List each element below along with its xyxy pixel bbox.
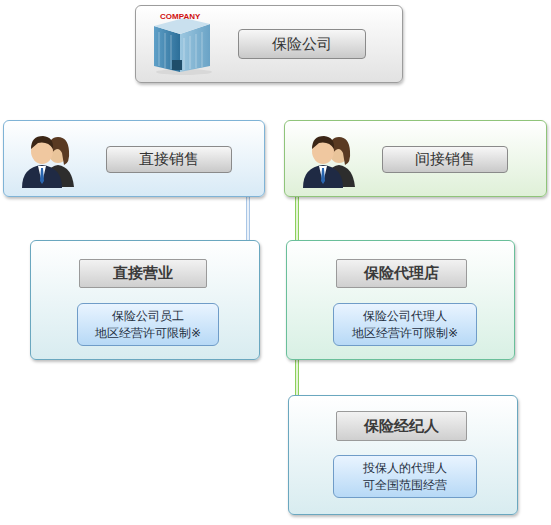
process-box: 间接销售 xyxy=(284,120,547,197)
label-pill: 保险代理店 xyxy=(336,259,467,288)
note-box: 保险公司员工 地区经营许可限制※ xyxy=(77,303,219,346)
process-box: 直接营业保险公司员工 地区经营许可限制※ xyxy=(30,240,260,360)
body-text: 投保人的代理人 可全国范围经营 xyxy=(334,460,476,494)
label-pill: 保险公司 xyxy=(238,29,366,59)
process-box: 保险公司 COMPANY xyxy=(135,5,403,83)
heading-text: 保险公司 xyxy=(272,35,332,54)
heading-text: 直接销售 xyxy=(139,150,199,169)
people-icon xyxy=(299,131,361,189)
building-icon xyxy=(150,16,214,76)
heading-text: 直接营业 xyxy=(113,264,173,283)
heading-text: 间接销售 xyxy=(415,150,475,169)
people-icon xyxy=(18,131,80,189)
heading-text: 保险代理店 xyxy=(364,264,439,283)
label-pill: 间接销售 xyxy=(382,146,508,173)
label-pill: 直接营业 xyxy=(79,259,207,288)
note-box: 保险公司代理人 地区经营许可限制※ xyxy=(333,303,477,346)
body-text: 保险公司员工 地区经营许可限制※ xyxy=(78,308,218,342)
label-pill: 直接销售 xyxy=(106,146,232,173)
process-box: 直接销售 xyxy=(3,120,265,197)
heading-text: 保险经纪人 xyxy=(364,417,439,436)
label-pill: 保险经纪人 xyxy=(336,411,467,441)
body-text: 保险公司代理人 地区经营许可限制※ xyxy=(334,308,476,342)
process-box: 保险代理店保险公司代理人 地区经营许可限制※ xyxy=(286,240,515,360)
process-box: 保险经纪人投保人的代理人 可全国范围经营 xyxy=(288,395,518,515)
note-box: 投保人的代理人 可全国范围经营 xyxy=(333,455,477,498)
sign-label: COMPANY xyxy=(160,12,200,21)
